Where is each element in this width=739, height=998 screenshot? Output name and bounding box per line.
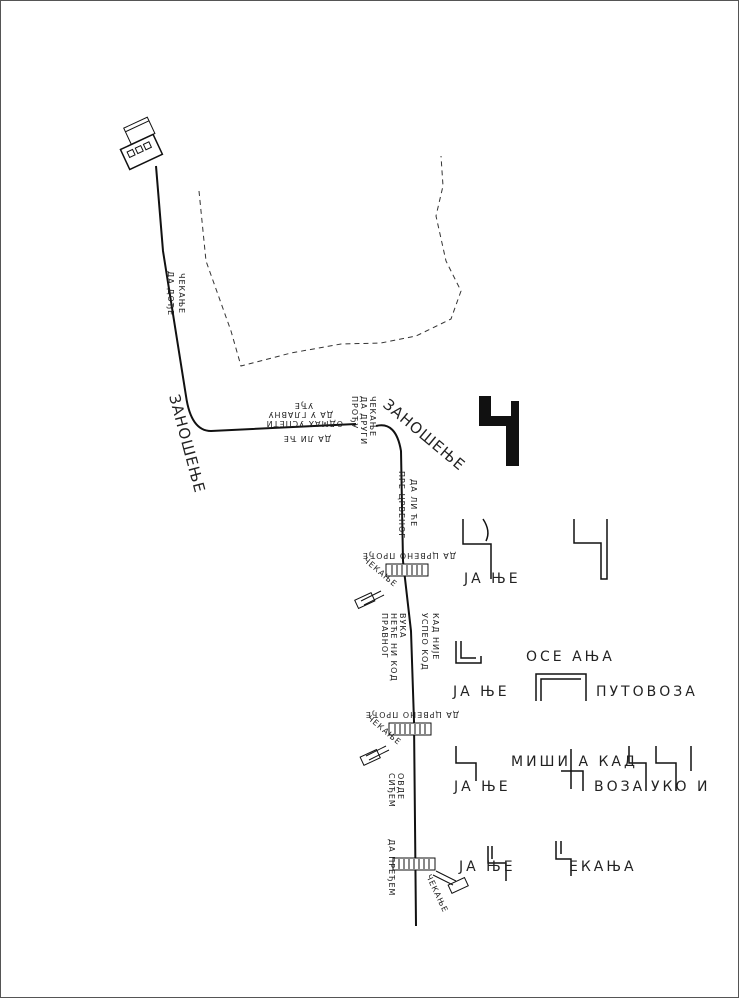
label-before-red-2: ПРЕ ЦРВЕНОГ <box>397 471 406 539</box>
che-glyph <box>561 749 584 791</box>
legend-row4b: ЕКАЊА <box>569 859 637 875</box>
legend-row2c: ПУТОВОЗА <box>596 684 698 700</box>
label-cross: ДА ПРЕЂЕМ <box>387 839 396 896</box>
legend-row3d: УКО И <box>651 779 710 795</box>
legend-row3b: ЈА ЊЕ <box>453 779 511 795</box>
label-waiting-3: ЧЕКАЊЕ <box>424 873 450 914</box>
legend-row1: ЈА ЊЕ <box>463 571 521 587</box>
crosswalk <box>385 563 429 577</box>
label-vuk-1: КАД НИЈЕ <box>431 613 440 660</box>
waiting-marker <box>432 870 457 886</box>
label-here-1: ОВДЕ <box>396 773 405 800</box>
crosswalk <box>388 722 432 736</box>
legend-row3c: ВОЗА <box>594 779 645 795</box>
legend-row2a: ОСЕ АЊА <box>526 649 615 665</box>
che-glyph <box>455 746 477 781</box>
label-vuk-5: ПРАВНОГ <box>380 613 389 659</box>
route-line <box>155 165 417 927</box>
waiting-marker <box>360 590 385 606</box>
tram-icon <box>119 116 164 171</box>
label-waiting: ЧЕКАЊЕ <box>177 273 186 314</box>
che-glyph <box>555 841 572 876</box>
label-others-3: ПРОЂУ <box>350 396 359 429</box>
legend-row2b: ЈА ЊЕ <box>452 684 510 700</box>
crosswalk <box>392 857 436 871</box>
label-red-pass-1: ДА ЦРВЕНО ПРОЂЕ <box>362 551 456 560</box>
label-main-1: ДА ЛИ ЋЕ <box>283 434 331 443</box>
che-glyph <box>628 746 692 791</box>
legend-row4a: ЈА ЊЕ <box>458 859 516 875</box>
label-drift-2: ЗАНОШЕЊЕ <box>379 395 468 474</box>
label-drift-1: ЗАНОШЕЊЕ <box>165 392 209 495</box>
che-glyph <box>487 846 507 881</box>
label-here-2: СИЂЕМ <box>387 773 396 808</box>
pe-glyph <box>535 673 587 701</box>
label-before-red-1: ДА ЛИ ЋЕ <box>409 479 418 527</box>
che-glyph-large <box>479 396 519 466</box>
label-main-4: УЂЕ <box>294 401 313 410</box>
label-red-pass-2: ДА ЦРВЕНО ПРОЂЕ <box>365 710 459 719</box>
label-others-2: ДА ДРУГИ <box>359 396 368 445</box>
label-vuk-3: ВУКА <box>398 613 407 639</box>
che-glyph <box>573 519 608 580</box>
label-main-2: ОДМАХ УСПЕТИ <box>266 419 343 428</box>
dashed-boundary <box>198 155 462 367</box>
label-vuk-2: УСПЕО КОД <box>420 613 429 671</box>
label-vuk-4: НЕЋЕ НИ КОД <box>389 613 398 682</box>
label-arrive: ДА ДОЂЕ <box>166 271 175 316</box>
legend-row3a: МИШИ А КАД <box>511 754 638 770</box>
label-main-3: ДА У ГЛАВНУ <box>268 410 333 419</box>
che-glyph <box>462 518 492 579</box>
label-others-1: ЧЕКАЊЕ <box>368 396 377 437</box>
che-glyph <box>455 641 482 664</box>
